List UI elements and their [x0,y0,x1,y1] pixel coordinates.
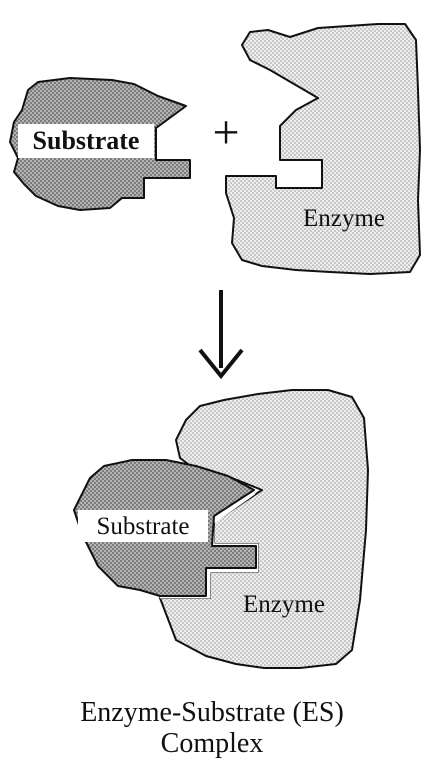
enzyme-shape-top [226,24,420,274]
enzyme-label-bottom: Enzyme [243,591,325,618]
reaction-arrow [200,290,242,376]
caption-line-1: Enzyme-Substrate (ES) [0,697,424,729]
substrate-label-bottom: Substrate [96,513,189,540]
enzyme-label-top: Enzyme [303,205,385,232]
plus-sign: + [212,106,239,159]
substrate-label-top: Substrate [33,126,140,155]
caption-line-2: Complex [0,728,424,760]
